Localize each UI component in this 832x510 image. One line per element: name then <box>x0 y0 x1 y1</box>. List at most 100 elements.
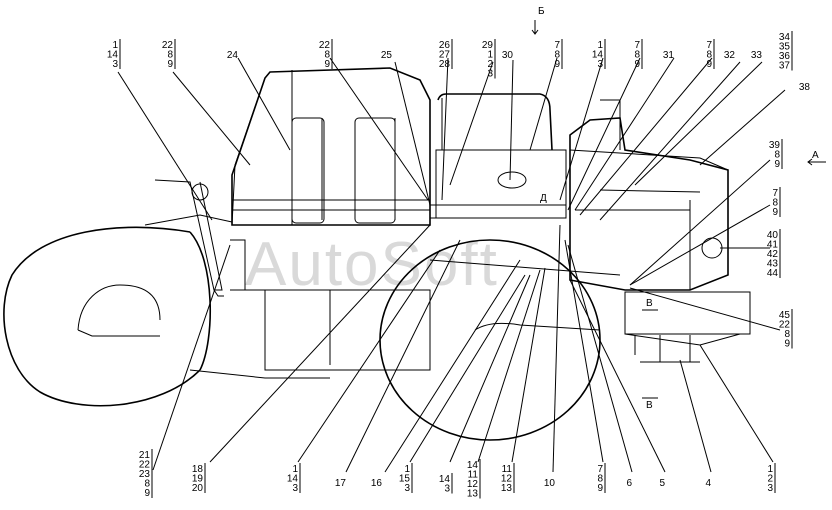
callout-c3-line-0: 24 <box>227 50 239 61</box>
callout-r3-line-0: 40 <box>767 230 779 241</box>
callout-b11-line-2: 9 <box>597 483 603 494</box>
callout-c2-line-2: 9 <box>167 59 173 70</box>
callout-b6-line-1: 15 <box>399 474 411 485</box>
callout-c9-line-0: 7 <box>554 40 560 51</box>
callout-c6-line-1: 27 <box>439 50 451 61</box>
callout-c12-line-0: 31 <box>663 50 675 61</box>
callout-r3-line-2: 42 <box>767 249 779 260</box>
callout-c11-line-1: 8 <box>634 50 640 61</box>
callout-b8-line-1: 11 <box>468 470 479 481</box>
callout-b15-line-2: 3 <box>767 483 773 494</box>
callout-c8-line-0: 30 <box>502 50 514 61</box>
callout-labels: 1143228924228925262728291233078911437893… <box>107 31 810 500</box>
callout-r2-line-1: 8 <box>772 198 778 209</box>
callout-b9-line-1: 12 <box>501 474 513 485</box>
chassis <box>189 259 621 379</box>
callout-r4-line-2: 8 <box>784 329 790 340</box>
callout-r4-line-3: 9 <box>784 339 790 350</box>
callout-c7-line-2: 2 <box>487 59 493 70</box>
callout-b10-line-0: 10 <box>544 478 556 489</box>
callout-b15-line-1: 2 <box>767 474 773 485</box>
callout-c9-line-1: 8 <box>554 50 560 61</box>
callout-b7-line-1: 3 <box>444 484 450 495</box>
callout-b2-line-1: 19 <box>192 474 204 485</box>
callout-c16-line-2: 36 <box>779 51 791 62</box>
callout-b5-line-0: 16 <box>371 478 383 489</box>
callout-c7-line-3: 3 <box>487 69 493 80</box>
view-v2-label: В <box>646 400 653 411</box>
callout-b2-line-0: 18 <box>192 464 204 475</box>
callout-b3-line-1: 14 <box>287 474 299 485</box>
callout-c13-line-2: 9 <box>706 59 712 70</box>
callout-r3-line-4: 44 <box>767 268 779 279</box>
callout-b4-line-0: 17 <box>335 478 347 489</box>
callout-c13-line-0: 7 <box>706 40 712 51</box>
callout-c4-line-1: 8 <box>324 50 330 61</box>
callout-b3-line-0: 1 <box>292 464 298 475</box>
view-b-label: Б <box>538 6 545 17</box>
operator-cab <box>429 93 567 219</box>
callout-b1-line-3: 8 <box>144 479 150 490</box>
callout-c15-line-0: 33 <box>751 50 763 61</box>
callout-r1-line-0: 39 <box>769 140 781 151</box>
callout-c16-line-3: 37 <box>779 61 791 72</box>
callout-c10-line-1: 14 <box>592 50 604 61</box>
front-drum <box>3 226 212 407</box>
watermark-text: AutoSoft <box>245 230 499 299</box>
callout-b1-line-0: 21 <box>139 450 151 461</box>
callout-b13-line-0: 5 <box>659 478 665 489</box>
callout-b8-line-0: 14 <box>467 460 479 471</box>
callout-r3-line-1: 41 <box>767 240 779 251</box>
callout-r2-line-0: 7 <box>772 188 778 199</box>
callout-c4-line-0: 22 <box>319 40 331 51</box>
callout-b1-line-1: 22 <box>139 460 151 471</box>
callout-c1-line-0: 1 <box>112 40 118 51</box>
callout-c11-line-2: 9 <box>634 59 640 70</box>
callout-b1-line-4: 9 <box>144 488 150 499</box>
callout-c13-line-1: 8 <box>706 50 712 61</box>
callout-r3-line-3: 43 <box>767 259 779 270</box>
engine-hood <box>231 67 431 226</box>
view-d-label: Д <box>540 193 547 204</box>
callout-r1-line-2: 9 <box>774 159 780 170</box>
callout-c6-line-2: 28 <box>439 59 451 70</box>
callout-b6-line-0: 1 <box>404 464 410 475</box>
view-markers: Б А В В Д <box>531 6 826 411</box>
callout-b12-line-0: 6 <box>626 478 632 489</box>
callout-c1-line-2: 3 <box>112 59 118 70</box>
callout-c9-line-2: 9 <box>554 59 560 70</box>
rear-compartment <box>569 99 729 291</box>
callout-r2-line-2: 9 <box>772 207 778 218</box>
callout-c14-line-0: 32 <box>724 50 736 61</box>
callout-b15-line-0: 1 <box>767 464 773 475</box>
callout-c7-line-1: 1 <box>487 50 493 61</box>
callout-c2-line-1: 8 <box>167 50 173 61</box>
leader-lines <box>117 57 786 473</box>
callout-c5-line-0: 25 <box>381 50 393 61</box>
callout-b8-line-2: 12 <box>467 479 479 490</box>
callout-b11-line-0: 7 <box>597 464 603 475</box>
callout-c10-line-2: 3 <box>597 59 603 70</box>
callout-c16-line-0: 34 <box>779 32 791 43</box>
callout-c16-line-1: 35 <box>779 42 791 53</box>
rear-frame <box>624 291 751 363</box>
callout-b6-line-2: 3 <box>404 483 410 494</box>
callout-r1-line-1: 8 <box>774 150 780 161</box>
callout-c7-line-0: 29 <box>482 40 494 51</box>
callout-c6-line-0: 26 <box>439 40 451 51</box>
callout-b8-line-3: 13 <box>467 489 479 500</box>
callout-b11-line-1: 8 <box>597 474 603 485</box>
view-a-label: А <box>812 150 819 161</box>
callout-r4-line-0: 45 <box>779 310 791 321</box>
callout-b1-line-2: 23 <box>139 469 151 480</box>
callout-c10-line-0: 1 <box>597 40 603 51</box>
callout-b3-line-2: 3 <box>292 483 298 494</box>
callout-c1-line-1: 14 <box>107 50 119 61</box>
callout-r4-line-1: 22 <box>779 320 791 331</box>
view-v1-label: В <box>646 298 653 309</box>
callout-c2-line-0: 22 <box>162 40 174 51</box>
callout-b9-line-0: 11 <box>502 464 513 475</box>
callout-b9-line-2: 13 <box>501 483 513 494</box>
